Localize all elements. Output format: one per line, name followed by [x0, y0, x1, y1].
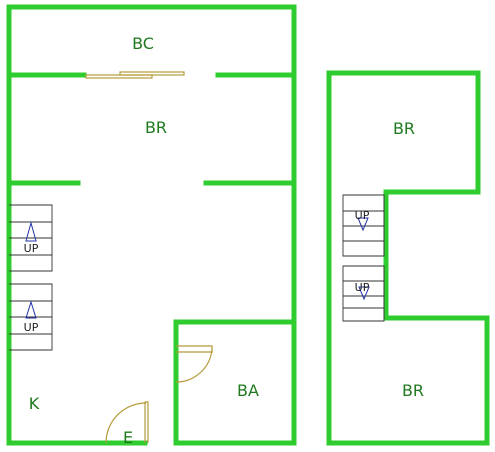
left-unit-outer-wall: [6, 4, 297, 446]
stair-left-1-label: UP: [24, 242, 39, 255]
stair-left-2-label: UP: [24, 321, 39, 334]
left-unit: UP UP BC BR K BA E: [6, 4, 297, 447]
room-label-bath: BA: [237, 381, 259, 400]
room-label-entry: E: [123, 428, 133, 447]
room-label-bedroom: BR: [145, 118, 167, 137]
room-label-bedroom-bottom: BR: [402, 381, 424, 400]
right-unit-outer-wall: [326, 70, 490, 446]
right-unit: UP UP BR BR: [326, 70, 490, 446]
entry-door[interactable]: [105, 401, 149, 444]
stair-right-1-label: UP: [355, 209, 370, 222]
stair-right-2-label: UP: [355, 281, 370, 294]
room-label-bedroom-top: BR: [393, 119, 415, 138]
room-label-kitchen: K: [29, 394, 40, 413]
stair-left-1: UP: [9, 204, 53, 272]
room-label-balcony: BC: [132, 34, 154, 53]
stair-right-2: UP: [342, 265, 385, 322]
bath-door[interactable]: [175, 345, 213, 383]
stair-left-2: UP: [9, 283, 53, 351]
stair-right-1: UP: [342, 194, 385, 257]
sliding-door[interactable]: [85, 71, 185, 79]
bath-wall: [173, 319, 297, 446]
